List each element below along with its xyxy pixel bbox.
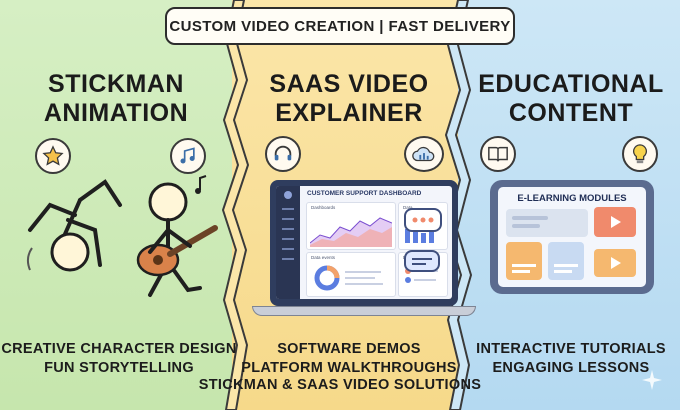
educational-title-line1: EDUCATIONAL: [478, 70, 664, 98]
module-tile-1: [506, 209, 588, 237]
video-tile-1[interactable]: [594, 207, 636, 237]
music-note-icon: [170, 138, 206, 174]
star-icon: [35, 138, 71, 174]
stickman-caption-line2: FUN STORYTELLING: [44, 360, 194, 376]
stickman-title-line1: STICKMAN: [48, 70, 184, 98]
educational-caption-line1: INTERACTIVE TUTORIALS: [476, 341, 666, 357]
stickman-title-line2: ANIMATION: [43, 99, 189, 127]
educational-title-line2: CONTENT: [508, 99, 634, 127]
data-events-label: Data events: [311, 255, 336, 260]
elearning-screen: E-LEARNING MODULES: [498, 187, 646, 287]
elearning-title: E-LEARNING MODULES: [517, 193, 627, 204]
headset-icon: [265, 136, 301, 172]
module-tile-3: [548, 242, 584, 280]
educational-title: EDUCATIONAL CONTENT: [462, 70, 680, 128]
saas-title-line1: SAAS VIDEO: [269, 70, 429, 98]
educational-caption: INTERACTIVE TUTORIALS ENGAGING LESSONS: [462, 340, 680, 378]
footer-tagline: STICKMAN & SAAS VIDEO SOLUTIONS: [198, 377, 482, 393]
laptop-base: [252, 306, 476, 316]
dashboards-card-label: Dashboards: [311, 205, 336, 210]
module-tile-2: [506, 242, 542, 280]
chat-bubble-dots: [404, 208, 442, 232]
video-tile-2[interactable]: [594, 249, 636, 277]
cloud-chart-icon: [404, 136, 444, 172]
stickman-illustration: [26, 175, 218, 297]
book-icon: [480, 136, 516, 172]
chat-bubble-lines: [404, 250, 440, 272]
stickman-title: STICKMAN ANIMATION: [0, 70, 232, 128]
top-banner: CUSTOM VIDEO CREATION | FAST DELIVERY: [165, 7, 515, 45]
saas-caption-line2: PLATFORM WALKTHROUGHS: [241, 360, 457, 376]
dashboards-card: Dashboards: [306, 202, 396, 250]
sparkle-icon: [642, 370, 662, 390]
data-card-top-label: Data: [403, 205, 413, 210]
lightbulb-icon: [622, 136, 658, 172]
dashboard-screen: CUSTOMER SUPPORT DASHBOARD Dashboards Da…: [276, 186, 452, 299]
educational-caption-line2: ENGAGING LESSONS: [492, 360, 650, 376]
area-chart: [310, 217, 392, 247]
data-events-card: Data events: [306, 252, 396, 297]
stickman-caption: CREATIVE CHARACTER DESIGN FUN STORYTELLI…: [0, 340, 238, 378]
stickman-caption-line1: CREATIVE CHARACTER DESIGN: [1, 341, 237, 357]
dashboard-sidebar: [276, 186, 300, 299]
saas-caption: SOFTWARE DEMOS PLATFORM WALKTHROUGHS: [236, 340, 462, 378]
saas-title-line2: EXPLAINER: [275, 99, 423, 127]
dashboard-title: CUSTOMER SUPPORT DASHBOARD: [307, 190, 422, 197]
saas-title: SAAS VIDEO EXPLAINER: [234, 70, 464, 128]
saas-caption-line1: SOFTWARE DEMOS: [277, 341, 421, 357]
